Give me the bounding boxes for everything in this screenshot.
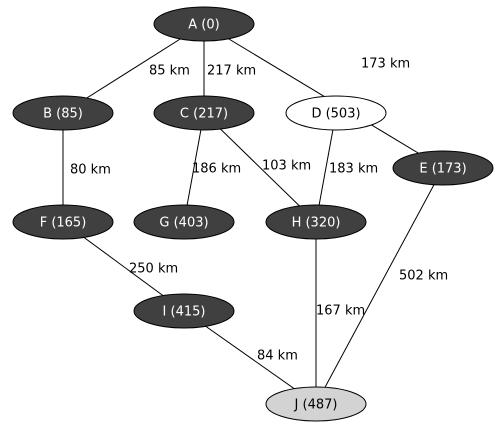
node-ellipse [265, 204, 367, 240]
edge-label-a-c: 217 km [207, 64, 256, 79]
edge-c-h [203, 112, 317, 223]
edge-label-h-j: 167 km [316, 304, 365, 319]
node-a: A (0) [153, 6, 255, 42]
edge-e-j [315, 167, 444, 405]
edge-label-e-j: 502 km [399, 269, 448, 284]
edge-d-h [315, 112, 337, 223]
node-j: J (487) [265, 386, 367, 422]
edge-label-a-b: 85 km [149, 64, 190, 79]
node-ellipse [392, 150, 494, 186]
node-label: I (415) [163, 305, 206, 320]
node-ellipse [153, 95, 255, 131]
edge-c-g [183, 112, 205, 223]
edge-label-i-j: 84 km [257, 349, 298, 364]
edge-label-d-h: 183 km [329, 162, 378, 177]
edges-layer [62, 23, 444, 405]
edge-line [183, 112, 205, 223]
edge-label-a-e: 173 km [361, 57, 410, 72]
edge-label-f-i: 250 km [129, 262, 178, 277]
node-label: G (403) [159, 216, 208, 231]
node-e: E (173) [392, 150, 494, 186]
node-d: D (503) [285, 95, 387, 131]
node-g: G (403) [133, 204, 235, 240]
node-label: H (320) [292, 216, 341, 231]
edge-labels-layer: 85 km 217 km 173 km 80 km 186 km 103 km 183 km… [70, 57, 448, 364]
node-ellipse [133, 204, 235, 240]
edge-line [203, 112, 317, 223]
node-i: I (415) [133, 293, 235, 329]
node-ellipse [265, 386, 367, 422]
node-label: C (217) [180, 107, 228, 122]
node-ellipse [12, 204, 114, 240]
edge-line [315, 112, 337, 223]
edge-label-c-g: 186 km [192, 162, 241, 177]
node-f: F (165) [12, 204, 114, 240]
edge-line [315, 167, 444, 405]
node-label: D (503) [311, 107, 360, 122]
node-c: C (217) [153, 95, 255, 131]
node-ellipse [153, 6, 255, 42]
node-h: H (320) [265, 204, 367, 240]
node-label: E (173) [419, 162, 466, 177]
node-label: A (0) [188, 18, 219, 33]
edge-label-c-h: 103 km [262, 159, 311, 174]
node-ellipse [12, 95, 114, 131]
node-ellipse [285, 95, 387, 131]
node-label: J (487) [294, 398, 338, 413]
node-ellipse [133, 293, 235, 329]
node-label: F (165) [40, 216, 87, 231]
nodes-layer: A (0) B (85) C (217) D (503) E (173) F (165) G… [12, 6, 494, 422]
node-label: B (85) [43, 107, 83, 122]
node-b: B (85) [12, 95, 114, 131]
edge-label-b-f: 80 km [70, 163, 111, 178]
